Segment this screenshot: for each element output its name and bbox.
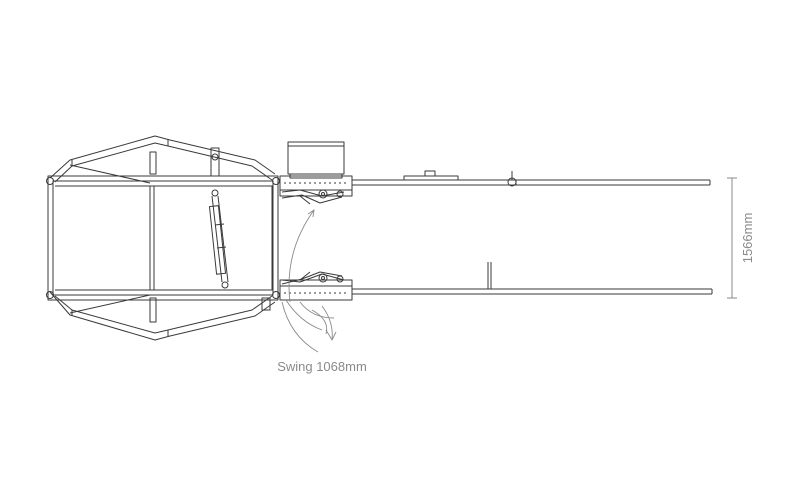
- top-brackets: [149, 147, 271, 323]
- width-dimension-label: 1566mm: [740, 213, 755, 264]
- hydraulic-strut: [208, 189, 229, 289]
- upper-gate-arm: [352, 170, 711, 187]
- width-dimension-line: [727, 177, 737, 299]
- lower-gate-arm: [352, 262, 713, 295]
- swing-label: Swing 1068mm: [277, 359, 367, 374]
- lower-hinge-assembly: [279, 271, 353, 301]
- main-frame: [47, 175, 279, 301]
- motor-box: [287, 141, 345, 179]
- upper-hinge-assembly: [279, 175, 353, 205]
- a-frame-truss: [49, 135, 276, 341]
- swing-arcs: [281, 209, 337, 353]
- corner-hinges: [46, 177, 280, 299]
